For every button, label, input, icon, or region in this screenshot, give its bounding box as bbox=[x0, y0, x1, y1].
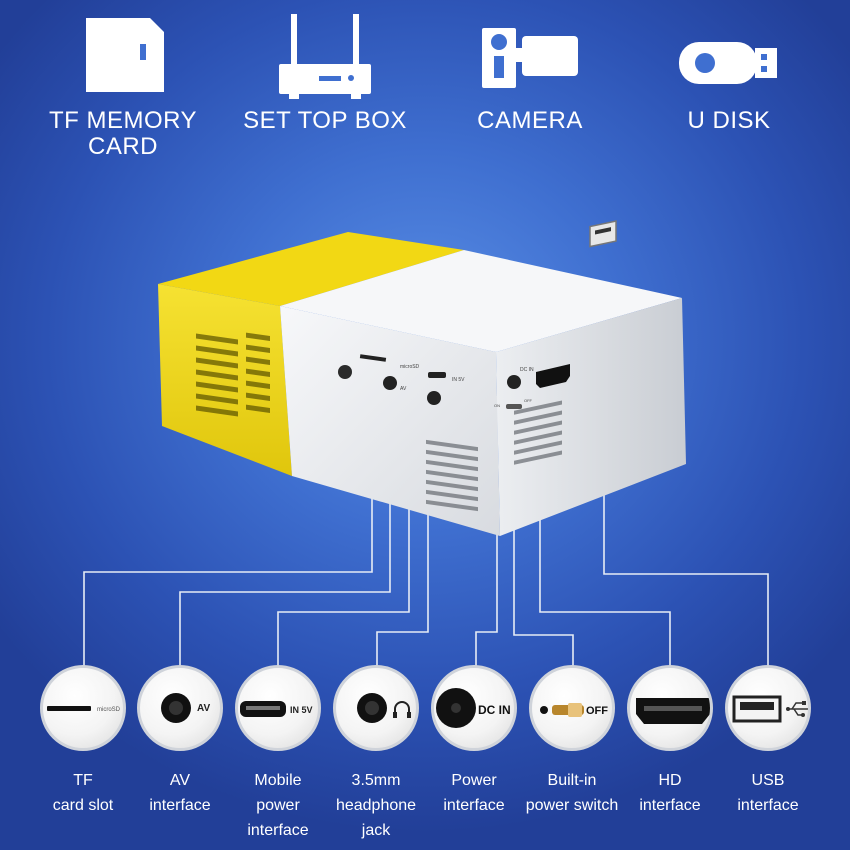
device-usb bbox=[589, 220, 617, 248]
slide-switch-icon: OFF bbox=[540, 703, 608, 717]
port-circle-av: AV bbox=[137, 665, 223, 751]
top-label-set-top-box: SET TOP BOX bbox=[243, 107, 407, 134]
port-label-headphone: 3.5mm headphone jack bbox=[335, 772, 417, 839]
device-dc-in bbox=[507, 375, 521, 389]
projector-top-yellow bbox=[158, 232, 464, 306]
device-label-in5v: IN 5V bbox=[452, 377, 465, 383]
device-label-off: OFF bbox=[524, 398, 533, 403]
port-circle-mobile-power: IN 5V bbox=[235, 665, 321, 751]
port-circle-headphone bbox=[333, 665, 419, 751]
projector-right-face bbox=[496, 298, 686, 536]
device-label-microsd: microSD bbox=[400, 364, 420, 370]
switch-badge: OFF bbox=[586, 705, 608, 717]
micro-usb-icon: IN 5V bbox=[240, 701, 313, 717]
device-tf-slot bbox=[359, 354, 387, 362]
av-jack-icon: AV bbox=[161, 693, 210, 723]
sd-card-icon bbox=[78, 14, 168, 101]
power-badge: DC IN bbox=[478, 703, 511, 717]
projector-top-white bbox=[280, 250, 682, 352]
port-circle-tf-slot: microSD bbox=[40, 665, 126, 751]
headphone-jack-icon bbox=[357, 693, 411, 723]
port-label-tf: TF card slot bbox=[52, 772, 114, 814]
device-hdmi bbox=[536, 364, 570, 388]
port-label-power: Power interface bbox=[443, 772, 505, 814]
port-label-hd: HD interface bbox=[639, 772, 701, 814]
device-av-jack bbox=[383, 376, 397, 390]
projector-yellow-end bbox=[158, 284, 292, 476]
port-circle-hd bbox=[627, 665, 713, 751]
dc-in-icon: DC IN bbox=[436, 688, 511, 728]
av-badge: AV bbox=[197, 703, 210, 714]
port-label-usb: USB interface bbox=[737, 772, 799, 814]
projector-white-side bbox=[280, 306, 500, 536]
device-label-dc: DC IN bbox=[520, 367, 534, 373]
port-circle-usb bbox=[725, 665, 811, 751]
device-label-on: ON bbox=[494, 403, 500, 408]
device-switch bbox=[506, 404, 522, 409]
callout-line-headphone bbox=[376, 403, 429, 666]
tf-slot-icon: microSD bbox=[47, 706, 121, 713]
top-label-tf-card: TF MEMORY CARD bbox=[48, 107, 198, 160]
port-circle-power: DC IN bbox=[431, 665, 517, 751]
port-label-switch: Built-in power switch bbox=[525, 772, 619, 814]
device-micro-usb bbox=[428, 372, 446, 378]
port-circle-switch: OFF bbox=[529, 665, 615, 751]
top-label-u-disk: U DISK bbox=[687, 107, 771, 134]
set-top-box-icon bbox=[275, 14, 375, 105]
port-label-av: AV interface bbox=[149, 772, 211, 814]
mobile-power-badge: IN 5V bbox=[290, 705, 313, 715]
top-label-camera: CAMERA bbox=[477, 107, 583, 134]
device-ir-sensor bbox=[338, 365, 352, 379]
camcorder-icon bbox=[482, 22, 578, 95]
device-label-av: AV bbox=[400, 386, 407, 392]
usb-drive-icon bbox=[679, 40, 779, 91]
tf-slot-badge: microSD bbox=[97, 707, 121, 713]
device-headphone-jack bbox=[427, 391, 441, 405]
port-label-mobile-power: Mobile power interface bbox=[247, 772, 309, 839]
usb-port-icon bbox=[732, 695, 808, 723]
hdmi-port-icon bbox=[636, 698, 710, 724]
